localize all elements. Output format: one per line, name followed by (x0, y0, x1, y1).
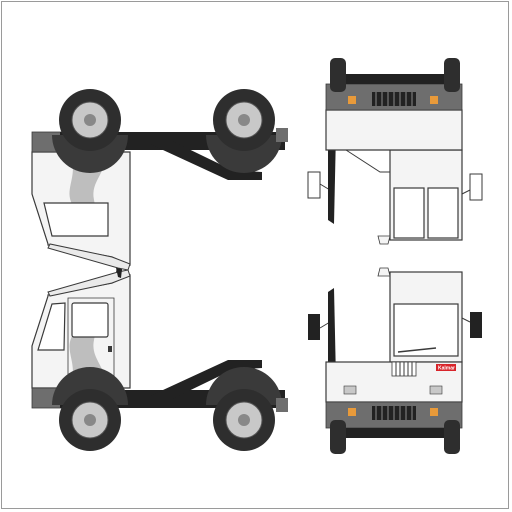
side-front-window (37, 302, 66, 351)
front-windshield (393, 303, 459, 357)
side-fifth-wheel (150, 360, 262, 400)
side-front-wheel (59, 389, 121, 451)
side-view-flipped (31, 89, 288, 278)
front-wiper (397, 347, 437, 353)
front-tire-left (330, 420, 346, 454)
front-lamp-right (429, 385, 443, 395)
front-exhaust (328, 288, 336, 380)
side-rear-wheel (213, 389, 275, 451)
front-mirror-right (470, 312, 482, 338)
side-rear-bumper (276, 398, 288, 412)
front-amber-right (430, 408, 438, 416)
front-bumper-grille (372, 406, 416, 420)
side-view (31, 262, 288, 451)
front-tire-right (444, 420, 460, 454)
side-door-handle (108, 346, 112, 352)
front-lamp-left (343, 385, 357, 395)
front-amber-left (348, 408, 356, 416)
side-rear-fender (206, 367, 282, 405)
front-view: Kalmar (308, 267, 482, 454)
front-mirror-left (308, 314, 320, 340)
front-view-flipped (307, 58, 483, 245)
side-door-window (71, 302, 109, 338)
front-upper-grille (391, 361, 417, 377)
brand-badge-text: Kalmar (438, 366, 455, 372)
front-axle (346, 428, 444, 438)
side-front-fender (52, 367, 128, 405)
brand-badge (436, 364, 456, 371)
front-beacon (377, 267, 391, 277)
